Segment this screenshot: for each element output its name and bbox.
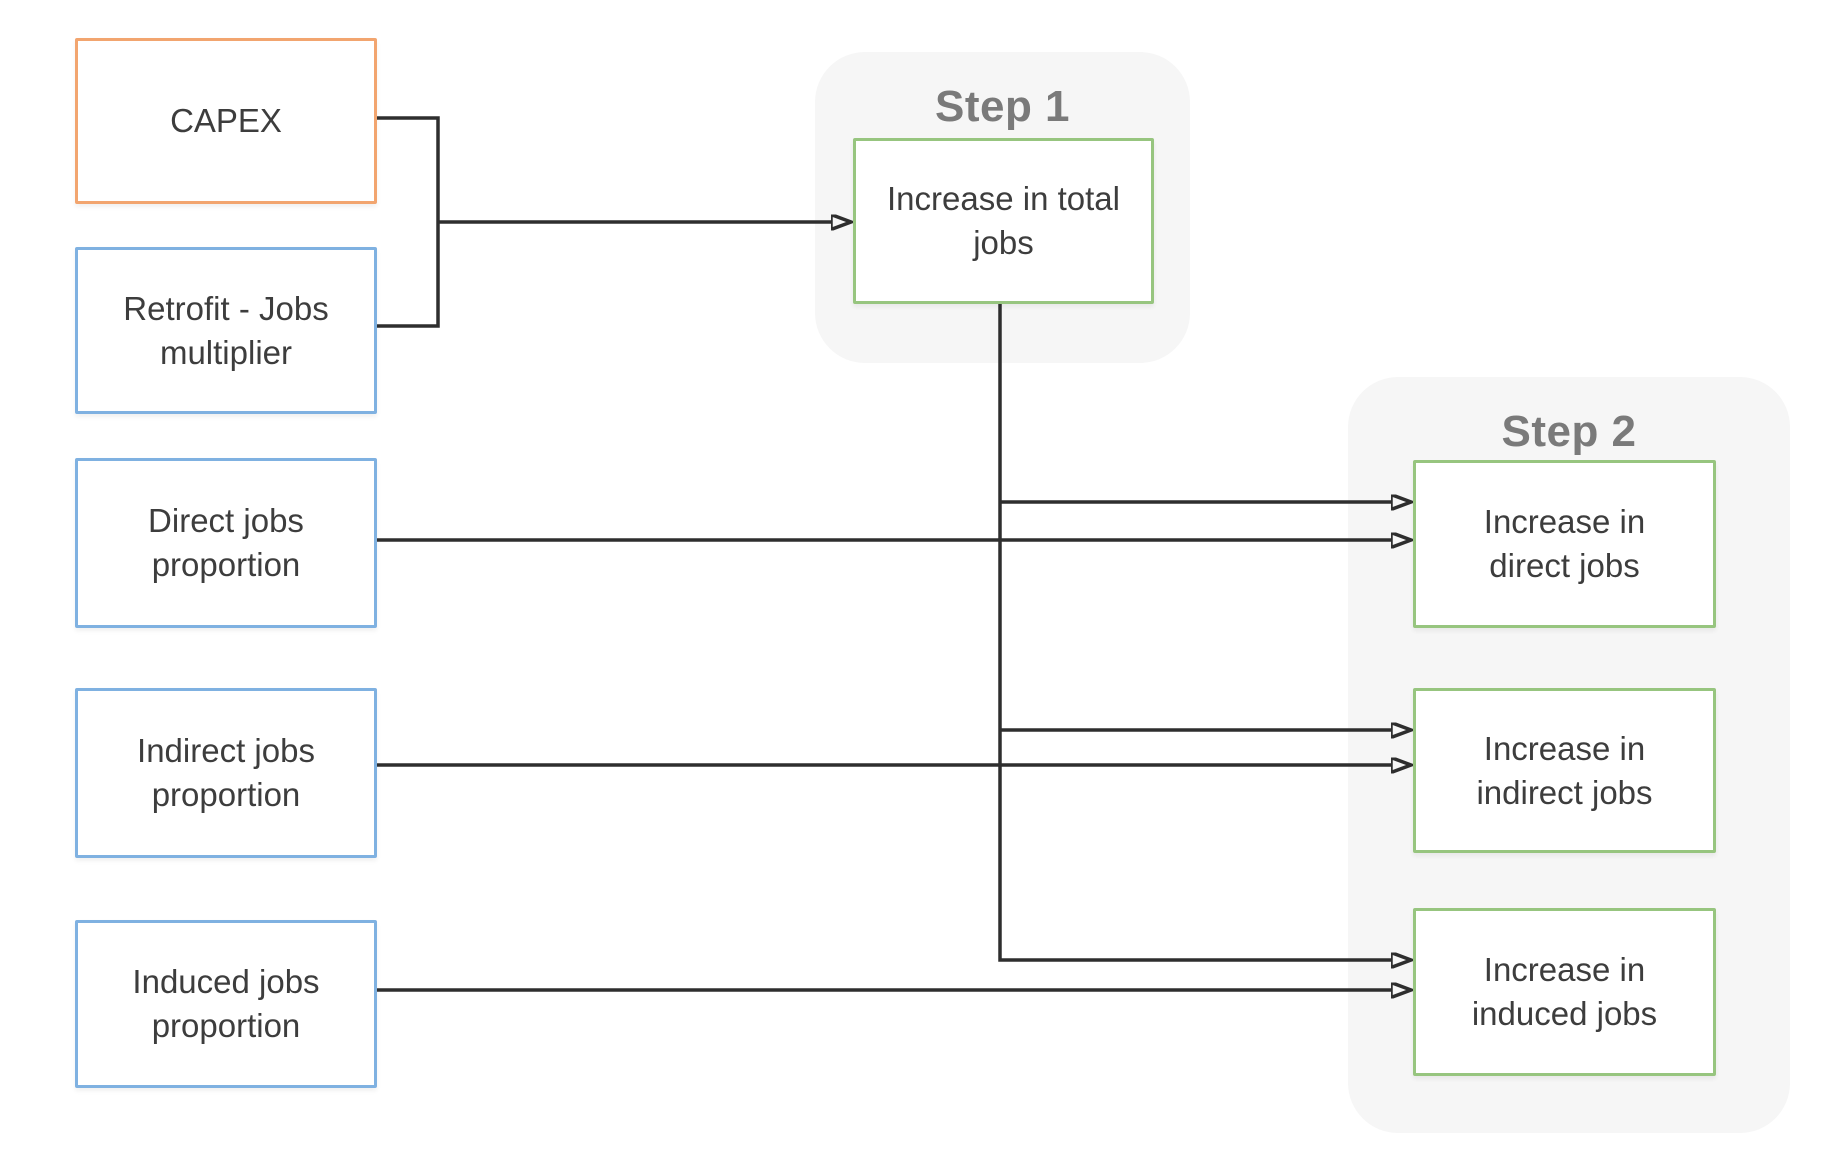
node-increase-indirect-jobs: Increase in indirect jobs <box>1413 688 1716 853</box>
node-induced-jobs-proportion: Induced jobs proportion <box>75 920 377 1088</box>
connector-capex-retrofit-junction <box>371 116 440 328</box>
node-capex-label: CAPEX <box>170 102 282 140</box>
node-direct-out-label: Increase in direct jobs <box>1483 503 1646 584</box>
node-capex: CAPEX <box>75 38 377 204</box>
node-induced-out-label: Increase in induced jobs <box>1471 951 1658 1032</box>
step1-title: Step 1 <box>934 82 1071 131</box>
node-increase-direct-jobs: Increase in direct jobs <box>1413 460 1716 628</box>
node-direct-prop-label: Direct jobs proportion <box>148 502 304 583</box>
node-increase-total-jobs: Increase in total jobs <box>853 138 1154 304</box>
node-indirect-jobs-proportion: Indirect jobs proportion <box>75 688 377 858</box>
node-induced-prop-label: Induced jobs proportion <box>132 963 320 1044</box>
node-retrofit-jobs-multiplier: Retrofit - Jobs multiplier <box>75 247 377 414</box>
step2-title: Step 2 <box>1501 407 1637 456</box>
node-retrofit-label: Retrofit - Jobs multiplier <box>123 289 329 371</box>
connector-total-jobs-to-induced-out <box>998 298 1392 960</box>
node-total-jobs-label: Increase in total jobs <box>887 180 1120 261</box>
node-direct-jobs-proportion: Direct jobs proportion <box>75 458 377 628</box>
node-increase-induced-jobs: Increase in induced jobs <box>1413 908 1716 1076</box>
node-indirect-out-label: Increase in indirect jobs <box>1476 729 1653 811</box>
node-indirect-prop-label: Indirect jobs proportion <box>137 732 315 813</box>
